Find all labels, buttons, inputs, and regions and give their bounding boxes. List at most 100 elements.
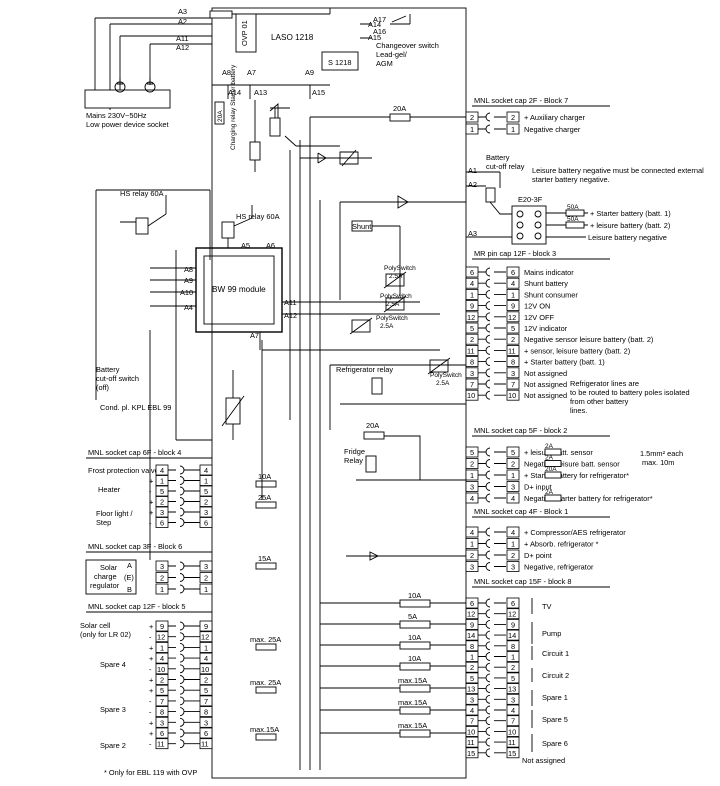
svg-text:10: 10 — [467, 727, 475, 736]
svg-text:6: 6 — [511, 268, 515, 277]
svg-text:-: - — [149, 697, 152, 706]
block2-fuse — [544, 448, 562, 456]
ovp-unit: OVP 01 — [235, 13, 257, 53]
e20-l3: Leisure battery negative — [588, 233, 667, 242]
svg-text:PolySwitch: PolySwitch — [376, 315, 408, 322]
svg-text:Spare 2: Spare 2 — [100, 741, 126, 750]
svg-text:5: 5 — [511, 324, 515, 333]
laso-label: LASO 1218 — [271, 33, 314, 42]
svg-text:+: + — [149, 729, 153, 738]
cutoff-note1: Leisure battery negative must be connect… — [532, 166, 704, 175]
svg-text:4: 4 — [160, 466, 164, 475]
svg-text:TV: TV — [542, 602, 552, 611]
svg-text:D+ input: D+ input — [524, 483, 552, 492]
block5-fuse — [255, 733, 277, 741]
svg-text:6: 6 — [511, 599, 515, 608]
svg-text:Solar cell: Solar cell — [80, 621, 111, 630]
footnote: * Only for EBL 119 with OVP — [104, 768, 197, 777]
svg-text:A7: A7 — [247, 68, 256, 77]
svg-text:(only for LR 02): (only for LR 02) — [80, 630, 131, 639]
svg-text:3: 3 — [204, 508, 208, 517]
svg-text:+: + — [149, 643, 153, 652]
block6-title: MNL socket cap 3F - Block 6 — [88, 542, 182, 551]
polyswitches: PolySwitch 2.5A PolySwitch 2.5A PolySwit… — [349, 265, 462, 387]
svg-text:A5: A5 — [241, 241, 250, 250]
svg-text:1: 1 — [470, 290, 474, 299]
svg-text:2.5A: 2.5A — [389, 273, 403, 280]
cutoff-relay-l1: Battery — [486, 153, 510, 162]
svg-text:2: 2 — [470, 460, 474, 469]
svg-text:A: A — [127, 561, 132, 570]
svg-text:A3: A3 — [468, 229, 477, 238]
svg-text:max. 25A: max. 25A — [250, 678, 281, 687]
svg-text:9: 9 — [470, 620, 474, 629]
svg-text:1: 1 — [160, 477, 164, 486]
block2-fuse — [544, 471, 562, 479]
svg-text:6: 6 — [470, 268, 474, 277]
svg-text:Frost protection valve: Frost protection valve — [88, 466, 159, 475]
svg-text:9: 9 — [204, 622, 208, 631]
svg-text:A13: A13 — [254, 88, 267, 97]
svg-text:PolySwitch: PolySwitch — [380, 293, 412, 300]
svg-text:4: 4 — [204, 654, 208, 663]
svg-text:14: 14 — [467, 631, 475, 640]
svg-text:11: 11 — [467, 738, 475, 747]
svg-text:20A: 20A — [366, 421, 379, 430]
changeover-l3: AGM — [376, 59, 393, 68]
svg-text:E20-3F: E20-3F — [518, 195, 543, 204]
svg-text:-: - — [149, 740, 152, 749]
svg-text:A7: A7 — [250, 331, 259, 340]
svg-text:5: 5 — [160, 487, 164, 496]
svg-text:11: 11 — [508, 346, 516, 355]
svg-text:3: 3 — [511, 483, 515, 492]
svg-text:10: 10 — [201, 665, 209, 674]
svg-text:8: 8 — [470, 642, 474, 651]
block8-fuse — [399, 706, 431, 715]
charging-relay: 20A Charging relay Starter battery — [214, 64, 340, 172]
svg-text:20A: 20A — [545, 466, 557, 473]
svg-text:1: 1 — [204, 477, 208, 486]
svg-text:max.15A: max.15A — [250, 725, 279, 734]
svg-text:7: 7 — [511, 717, 515, 726]
svg-text:B: B — [127, 585, 132, 594]
svg-text:2: 2 — [511, 113, 515, 122]
svg-text:4: 4 — [511, 706, 515, 715]
svg-text:10: 10 — [508, 727, 516, 736]
fridge-note3: from other battery — [570, 397, 629, 406]
svg-text:2: 2 — [511, 460, 515, 469]
svg-text:+: + — [149, 718, 153, 727]
svg-text:12: 12 — [201, 633, 209, 642]
svg-text:Circuit 1: Circuit 1 — [542, 649, 569, 658]
svg-text:10A: 10A — [408, 654, 421, 663]
fridge-relay-label: Refrigerator relay — [336, 365, 393, 374]
svg-text:HS relay 60A: HS relay 60A — [120, 189, 164, 198]
svg-text:4: 4 — [470, 279, 474, 288]
svg-text:8: 8 — [511, 358, 515, 367]
svg-text:A8: A8 — [222, 68, 231, 77]
svg-text:10: 10 — [467, 391, 475, 400]
svg-text:13: 13 — [508, 685, 516, 694]
svg-text:4: 4 — [160, 654, 164, 663]
block8-row: 10 10 — [465, 726, 520, 737]
